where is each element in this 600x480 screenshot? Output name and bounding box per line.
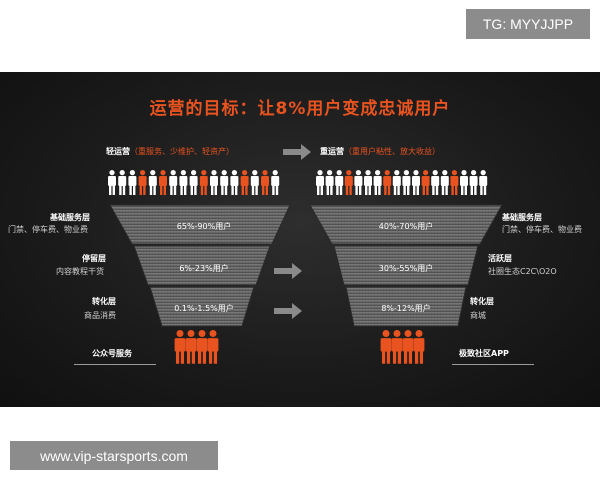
right-pct-3: 8%-12%用户 xyxy=(381,304,431,313)
person-icon xyxy=(138,170,147,195)
person-icon xyxy=(402,170,411,195)
person-icon xyxy=(391,330,403,364)
person-icon xyxy=(373,170,382,195)
right-head: 重运营（重用户粘性、放大收益） xyxy=(320,146,440,157)
person-icon xyxy=(118,170,127,195)
person-icon xyxy=(179,170,188,195)
watermark-url: www.vip-starsports.com xyxy=(10,441,218,470)
right-funnel-layer2 xyxy=(333,245,479,286)
left-bottom-underline xyxy=(74,364,156,365)
person-icon xyxy=(383,170,392,195)
person-icon xyxy=(440,170,449,195)
right-layer2-desc: 社圈生态C2C\O2O xyxy=(488,267,557,276)
person-icon xyxy=(240,170,249,195)
person-icon xyxy=(460,170,468,195)
right-bottom-underline xyxy=(452,364,534,365)
person-icon xyxy=(412,170,420,195)
person-icon xyxy=(344,170,353,195)
arrow-right-icon xyxy=(274,303,302,319)
person-icon xyxy=(479,170,488,195)
person-icon xyxy=(354,170,363,195)
left-head: 轻运营（重服务、少维护、轻资产） xyxy=(106,146,234,157)
person-icon xyxy=(325,170,334,195)
person-icon xyxy=(210,170,218,195)
arrow-right-icon xyxy=(283,144,311,160)
person-icon xyxy=(169,170,178,195)
left-pct-2: 6%-23%用户 xyxy=(179,264,229,273)
right-layer3-name: 转化层 xyxy=(470,297,494,306)
person-icon xyxy=(421,170,430,195)
watermark-tg: TG: MYYJJPP xyxy=(466,9,590,39)
left-layer1-name: 基础服务层 xyxy=(50,213,90,222)
person-icon xyxy=(431,170,440,195)
person-icon xyxy=(250,170,259,195)
right-head-note: （重用户粘性、放大收益） xyxy=(344,147,440,156)
left-pct-1: 65%-90%用户 xyxy=(176,222,232,231)
person-icon xyxy=(316,170,324,195)
right-layer3-desc: 商城 xyxy=(470,311,486,320)
person-icon xyxy=(108,170,116,195)
left-layer3-name: 转化层 xyxy=(92,297,116,306)
left-layer3-desc: 商品消费 xyxy=(84,311,116,320)
person-icon xyxy=(402,330,414,364)
person-icon xyxy=(271,170,280,195)
person-icon xyxy=(413,330,425,364)
right-funnel-layer1 xyxy=(309,204,503,245)
person-icon xyxy=(199,170,208,195)
right-layer1-desc: 门禁、停车费、物业费 xyxy=(502,225,582,234)
left-funnel-layer3 xyxy=(149,286,255,327)
left-funnel-layer1 xyxy=(109,204,291,245)
diagram-panel: 运营的目标：让8%用户变成忠诚用户 轻运营（重服务、少维护、轻资产） 重运营（重… xyxy=(0,72,600,407)
right-funnel-layer3 xyxy=(345,286,467,327)
left-layer2-desc: 内容教程干货 xyxy=(56,267,104,276)
left-layer2-name: 停留层 xyxy=(82,254,106,263)
person-icon xyxy=(392,170,401,195)
person-icon xyxy=(207,330,219,364)
person-icon xyxy=(469,170,478,195)
person-icon xyxy=(185,330,197,364)
right-pct-2: 30%-55%用户 xyxy=(378,264,434,273)
right-head-label: 重运营 xyxy=(320,147,344,156)
right-layer2-name: 活跃层 xyxy=(488,254,512,263)
person-icon xyxy=(364,170,372,195)
left-head-label: 轻运营 xyxy=(106,147,130,156)
right-pct-1: 40%-70%用户 xyxy=(378,222,434,231)
person-icon xyxy=(220,170,229,195)
left-bottom-label: 公众号服务 xyxy=(92,349,132,358)
person-icon xyxy=(261,170,269,195)
left-pct-3: 0.1%-1.5%用户 xyxy=(174,304,234,313)
right-bottom-label: 极致社区APP xyxy=(459,349,509,358)
person-icon xyxy=(230,170,239,195)
page-title: 运营的目标：让8%用户变成忠诚用户 xyxy=(149,99,451,119)
right-layer1-name: 基础服务层 xyxy=(502,213,542,222)
left-layer1-desc: 门禁、停车费、物业费 xyxy=(8,225,88,234)
arrow-right-icon xyxy=(274,263,302,279)
person-icon xyxy=(335,170,344,195)
diagram-graphics xyxy=(108,144,503,364)
person-icon xyxy=(148,170,157,195)
person-icon xyxy=(159,170,167,195)
person-icon xyxy=(189,170,198,195)
person-icon xyxy=(450,170,459,195)
person-icon xyxy=(174,330,186,364)
left-funnel-layer2 xyxy=(133,245,271,286)
person-icon xyxy=(196,330,208,364)
person-icon xyxy=(128,170,137,195)
person-icon xyxy=(380,330,392,364)
left-head-note: （重服务、少维护、轻资产） xyxy=(130,147,234,156)
